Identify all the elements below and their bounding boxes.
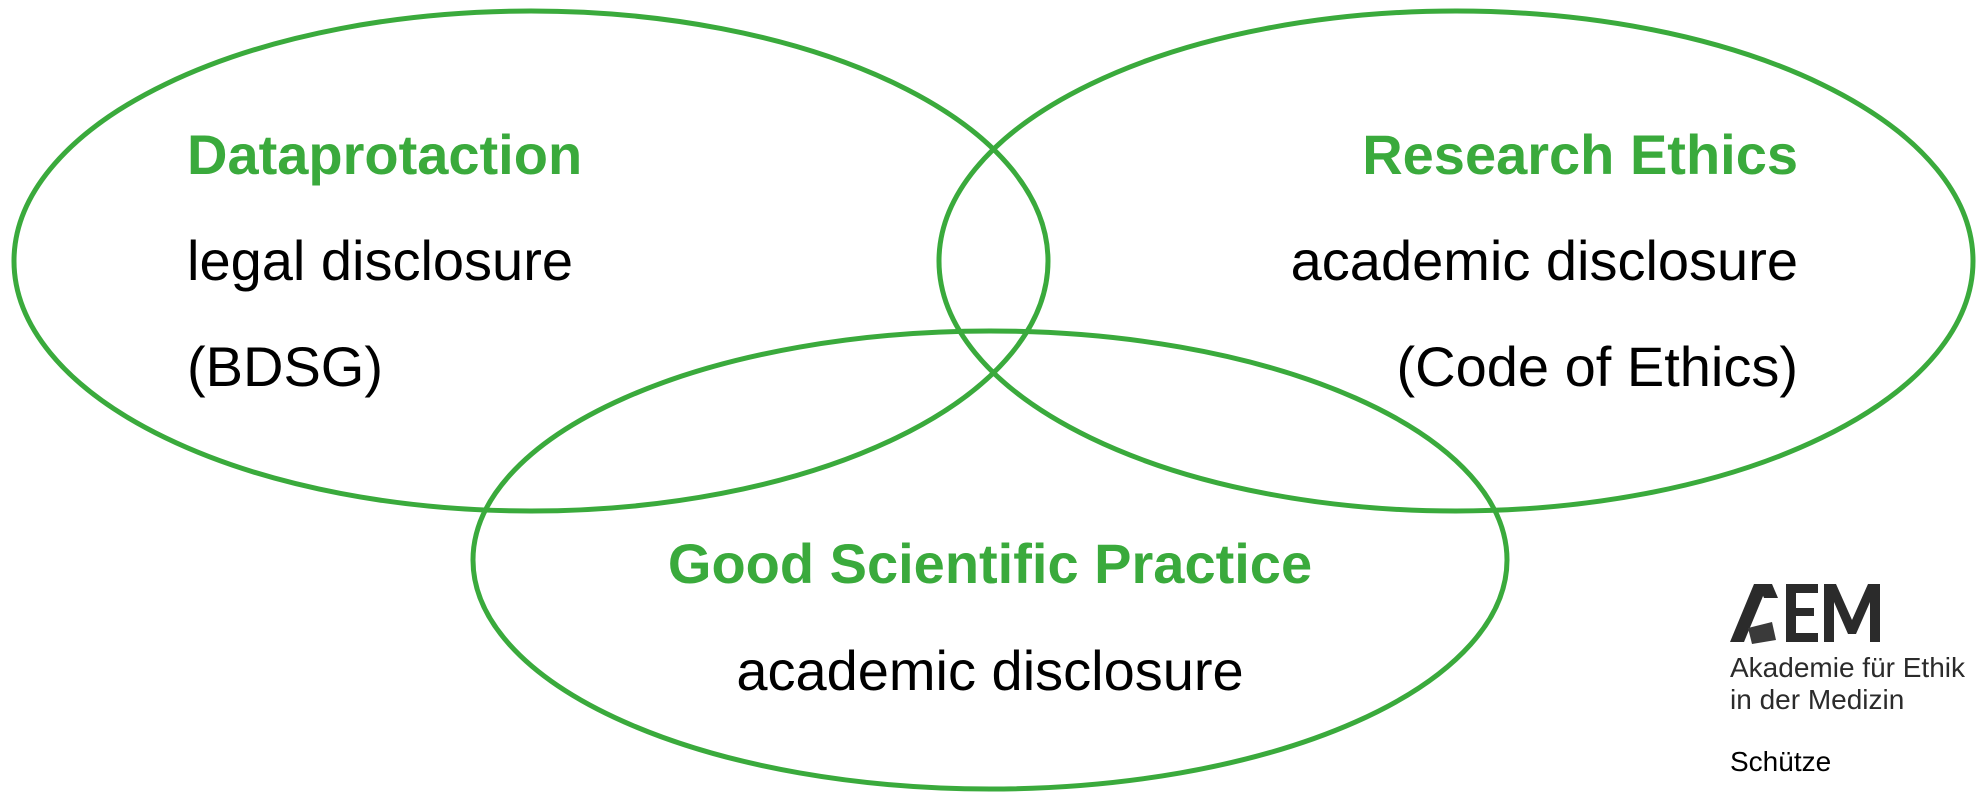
dataprotection-ellipse [11, 8, 1051, 514]
good-practice-ellipse [470, 328, 1510, 792]
research-ethics-line2: (Code of Ethics) [1396, 335, 1799, 398]
dataprotection-line1: legal disclosure [187, 229, 573, 292]
dataprotection-line2: (BDSG) [187, 335, 383, 398]
logo-name-line1: Akademie für Ethik [1730, 652, 1965, 683]
author-name: Schütze [1730, 746, 1832, 777]
logo-name-line2: in der Medizin [1730, 684, 1905, 715]
research-ethics-ellipse [936, 8, 1976, 514]
good-practice-line1: academic disclosure [736, 639, 1244, 702]
research-ethics-title: Research Ethics [1362, 123, 1798, 186]
research-ethics-line1: academic disclosure [1290, 229, 1798, 292]
aem-logo: Akademie für Ethik in der Medizin Schütz… [1728, 582, 1982, 792]
logo-institution-name: Akademie für Ethik in der Medizin [1730, 652, 1965, 716]
good-practice-title: Good Scientific Practice [667, 532, 1313, 595]
aem-logo-mark [1730, 584, 1880, 644]
dataprotection-title: Dataprotaction [187, 123, 583, 186]
